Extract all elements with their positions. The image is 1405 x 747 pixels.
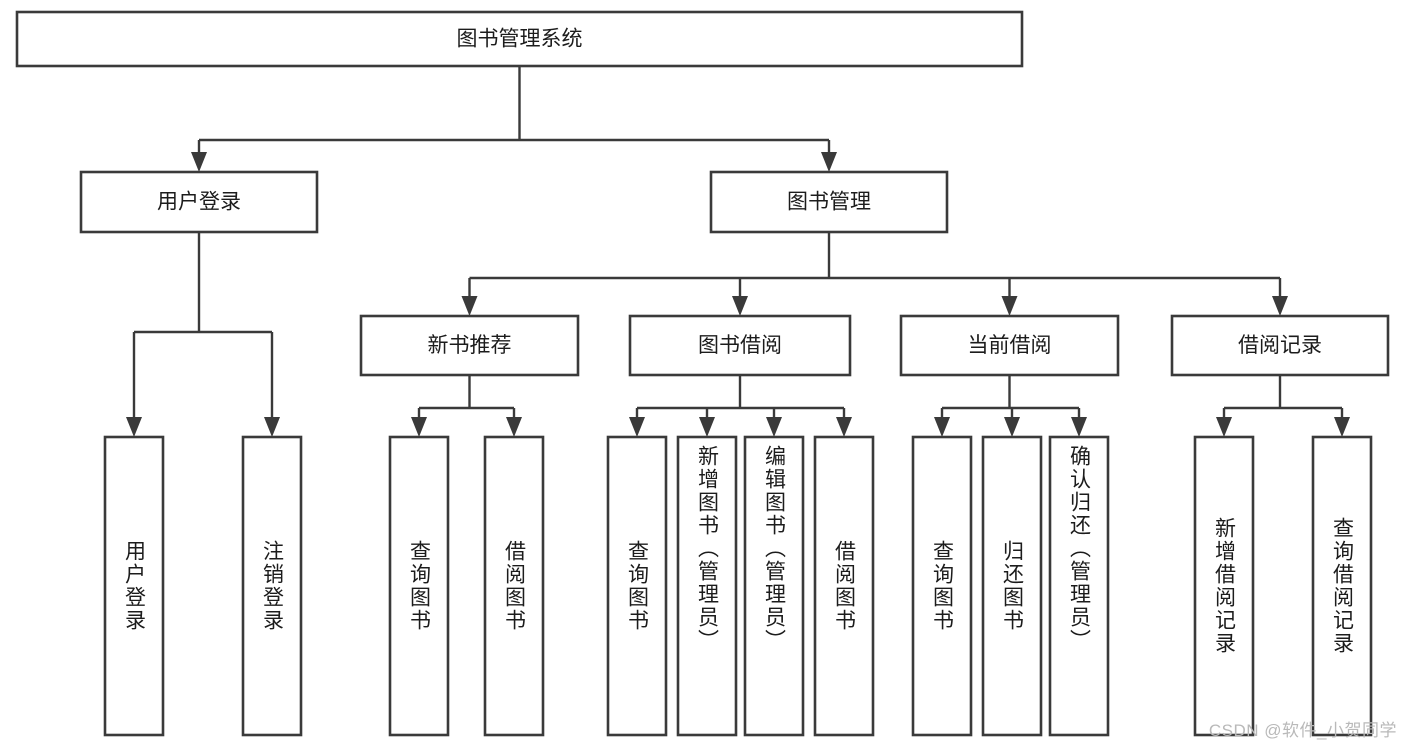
leaf-node-5[interactable] bbox=[676, 435, 738, 737]
level3-node-3[interactable]: 借阅记录 bbox=[1170, 314, 1390, 377]
level3-node-2-rect bbox=[899, 314, 1120, 377]
leaf-node-1-rect bbox=[241, 435, 303, 737]
leaf-node-3-rect bbox=[483, 435, 545, 737]
level3-node-2[interactable]: 当前借阅 bbox=[899, 314, 1120, 377]
level2-node-1-label: 图书管理 bbox=[787, 191, 871, 214]
arrowhead-icon bbox=[461, 296, 478, 316]
leaf-node-1[interactable] bbox=[241, 435, 303, 737]
watermark-text: CSDN @软件_小贺同学 bbox=[1208, 721, 1397, 740]
arrowhead-icon bbox=[1334, 417, 1350, 437]
leaf-node-11[interactable] bbox=[1193, 435, 1255, 737]
leaf-node-8-rect bbox=[911, 435, 973, 737]
leaf-node-5-rect bbox=[676, 435, 738, 737]
root-node-book-management-system-rect bbox=[15, 10, 1024, 68]
arrowhead-icon bbox=[264, 417, 280, 437]
leaf-node-10-rect bbox=[1048, 435, 1110, 737]
arrowhead-icon bbox=[1001, 296, 1018, 316]
arrowhead-icon bbox=[629, 417, 645, 437]
leaf-node-0[interactable] bbox=[103, 435, 165, 737]
arrowhead-icon bbox=[1216, 417, 1232, 437]
arrowhead-icon bbox=[126, 417, 142, 437]
level3-node-1-rect bbox=[628, 314, 852, 377]
arrowhead-icon bbox=[732, 296, 748, 316]
leaf-node-11-rect bbox=[1193, 435, 1255, 737]
leaf-node-4-rect bbox=[606, 435, 668, 737]
leaf-node-7[interactable] bbox=[813, 435, 875, 737]
arrowhead-icon bbox=[191, 152, 207, 172]
leaf-node-2-rect bbox=[388, 435, 450, 737]
leaf-node-3[interactable] bbox=[483, 435, 545, 737]
level3-node-0-rect bbox=[359, 314, 580, 377]
arrowhead-icon bbox=[1272, 296, 1288, 316]
leaf-node-8[interactable] bbox=[911, 435, 973, 737]
leaf-node-6[interactable] bbox=[743, 435, 805, 737]
leaf-node-7-rect bbox=[813, 435, 875, 737]
root-node-book-management-system[interactable]: 图书管理系统 bbox=[15, 10, 1024, 68]
arrowhead-icon bbox=[836, 417, 852, 437]
leaf-node-9[interactable] bbox=[981, 435, 1043, 737]
level3-node-2-label: 当前借阅 bbox=[968, 334, 1052, 357]
level3-node-3-rect bbox=[1170, 314, 1390, 377]
root-node-book-management-system-label: 图书管理系统 bbox=[457, 28, 583, 51]
arrowhead-icon bbox=[411, 417, 427, 437]
leaf-node-9-rect bbox=[981, 435, 1043, 737]
arrowhead-icon bbox=[821, 152, 837, 172]
level2-node-0[interactable]: 用户登录 bbox=[79, 170, 319, 234]
level2-node-1-rect bbox=[709, 170, 949, 234]
connector-lines bbox=[126, 66, 1350, 437]
arrowhead-icon bbox=[699, 417, 715, 437]
leaf-node-2[interactable] bbox=[388, 435, 450, 737]
level3-node-1-label: 图书借阅 bbox=[698, 334, 782, 357]
level3-node-3-label: 借阅记录 bbox=[1238, 334, 1322, 357]
level3-node-1[interactable]: 图书借阅 bbox=[628, 314, 852, 377]
arrowhead-icon bbox=[934, 417, 950, 437]
level3-node-0[interactable]: 新书推荐 bbox=[359, 314, 580, 377]
leaf-node-4[interactable] bbox=[606, 435, 668, 737]
arrowhead-icon bbox=[766, 417, 782, 437]
leaf-node-10[interactable] bbox=[1048, 435, 1110, 737]
leaf-node-6-rect bbox=[743, 435, 805, 737]
arrowhead-icon bbox=[1071, 417, 1087, 437]
level3-node-0-label: 新书推荐 bbox=[428, 334, 512, 357]
level2-node-0-label: 用户登录 bbox=[157, 191, 241, 214]
leaf-node-12[interactable] bbox=[1311, 435, 1373, 737]
leaf-node-0-rect bbox=[103, 435, 165, 737]
arrowhead-icon bbox=[506, 417, 522, 437]
level2-node-1[interactable]: 图书管理 bbox=[709, 170, 949, 234]
leaf-node-12-rect bbox=[1311, 435, 1373, 737]
arrowhead-icon bbox=[1004, 417, 1020, 437]
level2-node-0-rect bbox=[79, 170, 319, 234]
